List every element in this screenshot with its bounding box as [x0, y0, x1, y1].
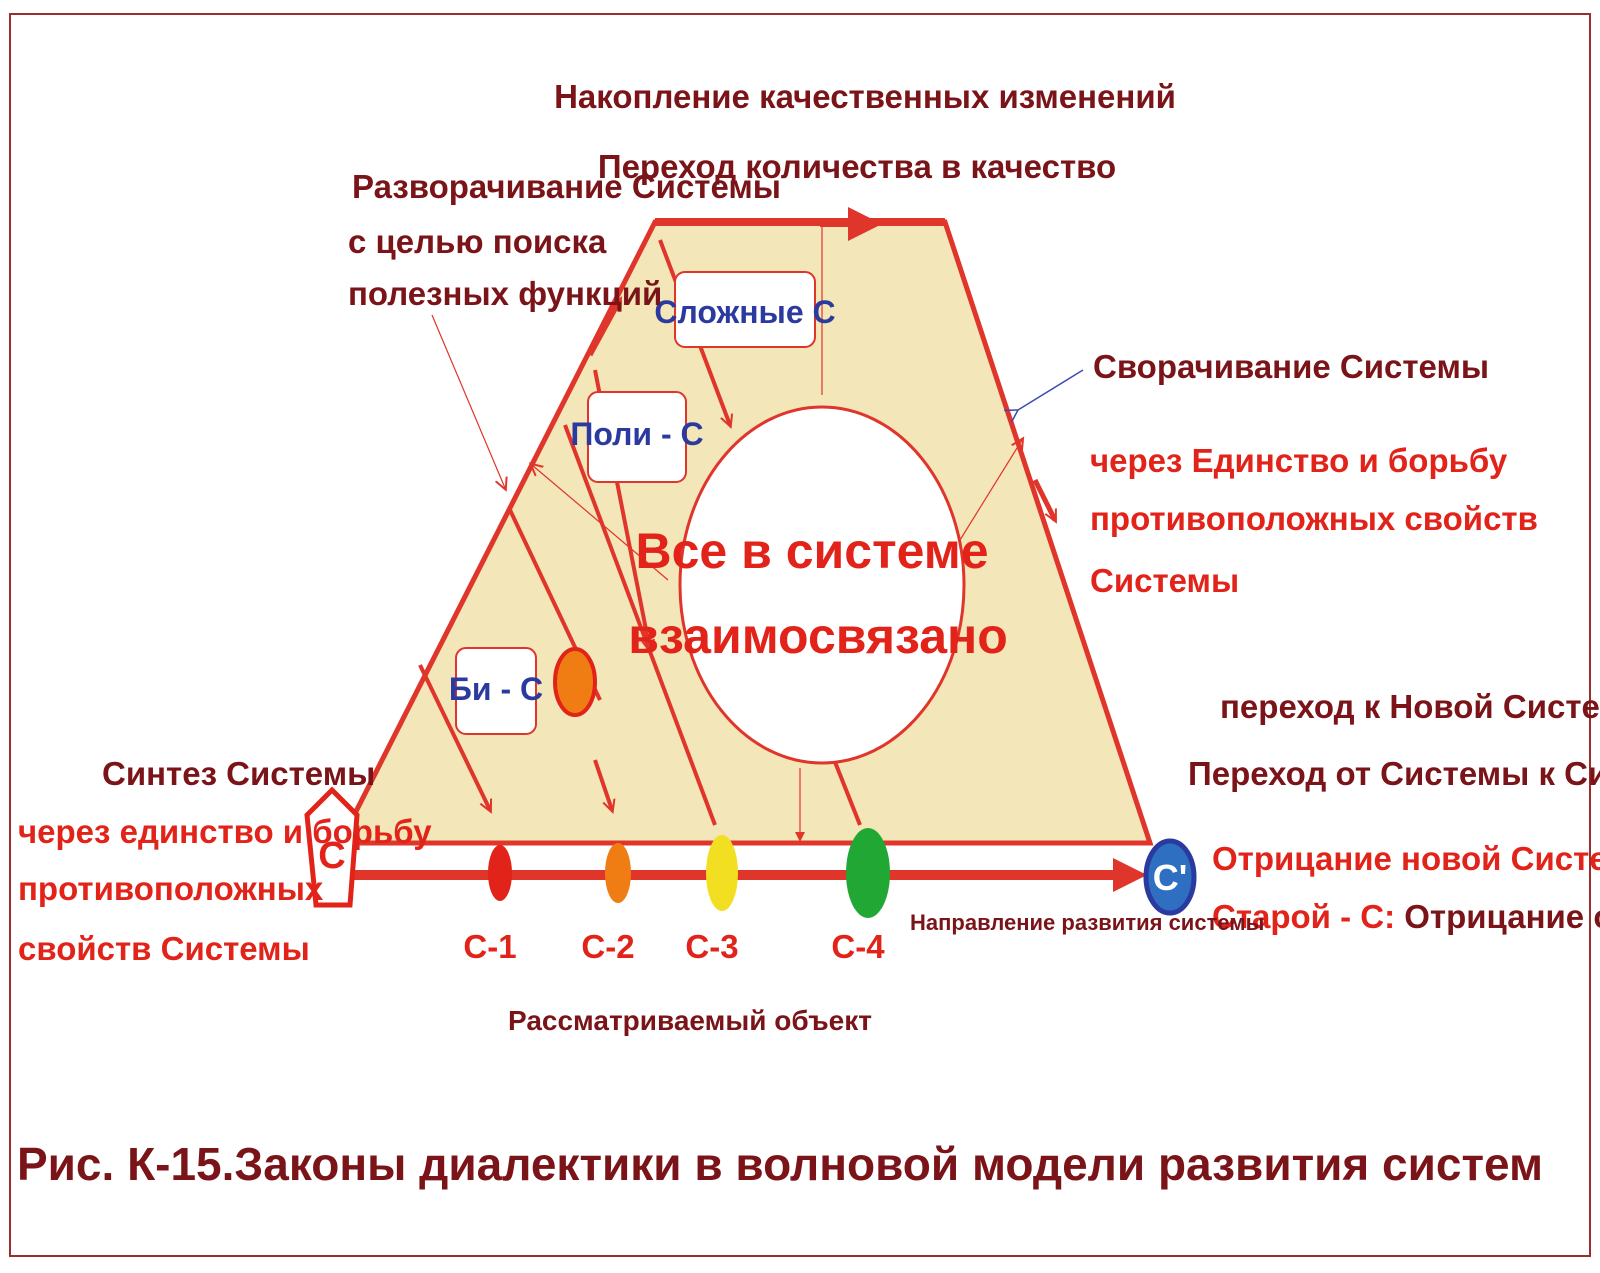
label-unfold-1: Разворачивание Системы — [352, 168, 781, 205]
box-poly-label: Поли - С — [570, 416, 703, 452]
label-accumulation: Накопление качественных изменений — [554, 78, 1176, 115]
stage-label-1: С-1 — [463, 928, 516, 965]
box-poly: Поли - С — [570, 391, 704, 483]
label-negation-2: Старой - С: Отрицание отрицания — [1212, 898, 1600, 935]
stage-label-4: С-4 — [831, 928, 885, 965]
label-new-sys-1: переход к Новой Системе — [1220, 688, 1600, 725]
stage-label-2: С-2 — [581, 928, 634, 965]
box-complex: Сложные С — [654, 271, 836, 348]
center-circle-line1: Все в системе — [635, 523, 988, 579]
pointer-fold — [1004, 369, 1084, 423]
label-fold-title: Сворачивание Системы — [1093, 348, 1489, 385]
figure-caption: Рис. К-15.Законы диалектики в волновой м… — [17, 1138, 1543, 1190]
label-negation-1: Отрицание новой Системой С-1 — [1212, 840, 1600, 877]
label-fold-2: противоположных свойств — [1090, 500, 1538, 537]
start-node: С — [304, 786, 360, 908]
stage-label-3: С-3 — [685, 928, 738, 965]
center-circle — [678, 405, 966, 765]
label-direction: Направление развития системы — [910, 910, 1264, 935]
label-synth-2: противоположных — [18, 870, 324, 907]
box-bi: Би - С — [449, 647, 543, 735]
diag-line-2b — [593, 759, 612, 810]
label-synth-title: Синтез Системы — [102, 755, 375, 792]
end-node-label: С' — [1153, 857, 1188, 898]
diag-line-6 — [833, 761, 862, 826]
label-transition: Переход количества в качество — [598, 148, 1116, 185]
diag-line-3 — [563, 424, 717, 826]
pointer-unfold — [431, 314, 505, 488]
label-synth-3: свойств Системы — [18, 930, 310, 967]
label-fold-1: через Единство и борьбу — [1090, 442, 1508, 479]
label-new-sys-2: Переход от Системы к Системе-1 — [1188, 755, 1600, 792]
label-unfold-2: с целью поиска — [348, 223, 607, 260]
label-object: Рассматриваемый объект — [508, 1005, 872, 1036]
box-complex-label: Сложные С — [654, 294, 835, 330]
right-edge-arrow — [1032, 478, 1058, 520]
center-circle-line2: взаимосвязано — [628, 608, 1008, 664]
thin-diag-right — [959, 440, 1022, 541]
start-node-label: С — [318, 835, 345, 877]
label-negation-2b: Отрицание отрицания — [1404, 898, 1600, 935]
stage-dot-3 — [706, 835, 738, 911]
label-unfold-3: полезных функций — [348, 275, 662, 312]
box-bi-label: Би - С — [449, 671, 543, 707]
stage-dot-1 — [488, 845, 512, 901]
frame-border — [9, 13, 1591, 1257]
label-fold-3: Системы — [1090, 562, 1239, 599]
label-synth-1: через единство и борьбу — [18, 813, 432, 850]
label-negation-2a: Старой - С: — [1212, 898, 1404, 935]
orange-marker — [553, 647, 597, 717]
diag-line-1 — [418, 664, 490, 810]
end-node: С' — [1143, 838, 1197, 916]
stage-dot-4 — [846, 828, 890, 918]
stage-dot-2 — [605, 843, 631, 903]
left-edge-arrow — [587, 300, 623, 357]
